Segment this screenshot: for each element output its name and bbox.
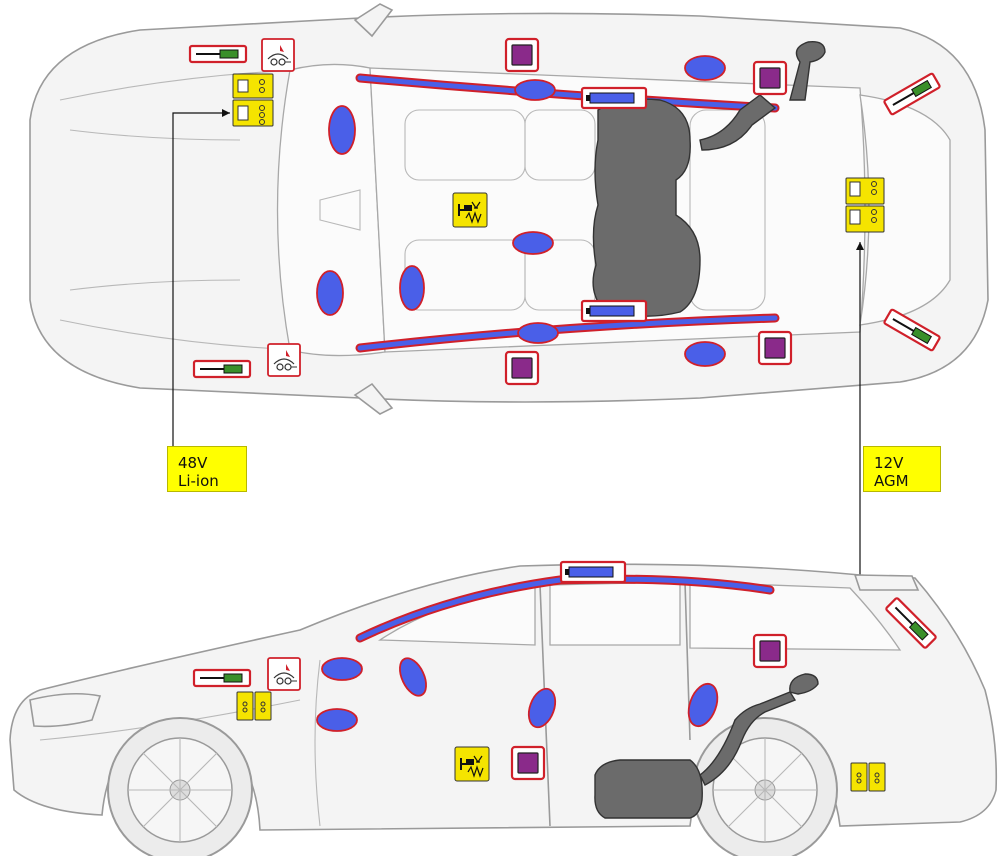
top-gas-generator-right bbox=[580, 299, 648, 323]
top-fuel-tank bbox=[592, 98, 701, 317]
side-view bbox=[9, 560, 998, 856]
top-airbag-front-right bbox=[517, 322, 559, 344]
top-battery-48v bbox=[232, 73, 274, 127]
side-seat-adjuster bbox=[454, 746, 490, 782]
top-airbag-rear-left bbox=[684, 55, 726, 81]
side-control-unit-b-pillar bbox=[510, 745, 546, 781]
side-airbag-knee bbox=[399, 657, 427, 697]
battery-48v-voltage: 48V bbox=[178, 454, 208, 472]
top-airbag-rear-right bbox=[684, 341, 726, 367]
battery-48v-label: 48V Li-ion bbox=[167, 446, 247, 492]
leader-line-48v bbox=[172, 112, 230, 446]
side-view-quarter-window bbox=[689, 581, 902, 651]
side-control-unit-c-pillar bbox=[752, 633, 788, 669]
top-airbag-center bbox=[512, 231, 554, 255]
top-seat-adjuster bbox=[452, 192, 488, 228]
top-view-seats bbox=[319, 109, 766, 311]
side-front-wheel bbox=[107, 717, 253, 856]
side-seatbelt-tensioner-front bbox=[192, 668, 252, 688]
battery-12v-type: AGM bbox=[874, 472, 909, 490]
top-view-windshield bbox=[276, 63, 386, 357]
top-control-unit-c-pillar-right bbox=[757, 330, 793, 366]
side-fuel-tank bbox=[594, 759, 703, 819]
top-seatbelt-tensioner-front-right bbox=[192, 359, 252, 379]
side-airbag-lower bbox=[316, 708, 358, 732]
top-pedestrian-protection-right bbox=[267, 343, 301, 377]
top-control-unit-b-pillar-right bbox=[504, 350, 540, 386]
top-battery-12v bbox=[845, 177, 885, 233]
side-rear-wheel bbox=[692, 717, 838, 856]
top-airbag-front-left bbox=[514, 79, 556, 101]
battery-12v-voltage: 12V bbox=[874, 454, 904, 472]
battery-12v-label: 12V AGM bbox=[863, 446, 941, 492]
top-airbag-passenger bbox=[316, 270, 344, 316]
side-view-rear-window bbox=[549, 581, 681, 646]
top-control-unit-c-pillar-left bbox=[752, 60, 788, 96]
top-control-unit-b-pillar-left bbox=[504, 37, 540, 73]
side-airbag-seat-rear bbox=[687, 682, 719, 728]
top-gas-generator-left bbox=[580, 86, 648, 110]
battery-48v-type: Li-ion bbox=[178, 472, 219, 490]
top-airbag-passenger-knee bbox=[399, 265, 425, 311]
top-view bbox=[29, 3, 989, 415]
top-seatbelt-tensioner-front-left bbox=[188, 44, 248, 64]
top-pedestrian-protection-left bbox=[261, 38, 295, 72]
side-gas-generator bbox=[559, 560, 627, 584]
top-airbag-driver-knee bbox=[328, 105, 356, 155]
side-airbag-seat-front bbox=[527, 687, 557, 729]
side-airbag-dashboard bbox=[321, 657, 363, 681]
side-pedestrian-protection bbox=[267, 657, 301, 691]
